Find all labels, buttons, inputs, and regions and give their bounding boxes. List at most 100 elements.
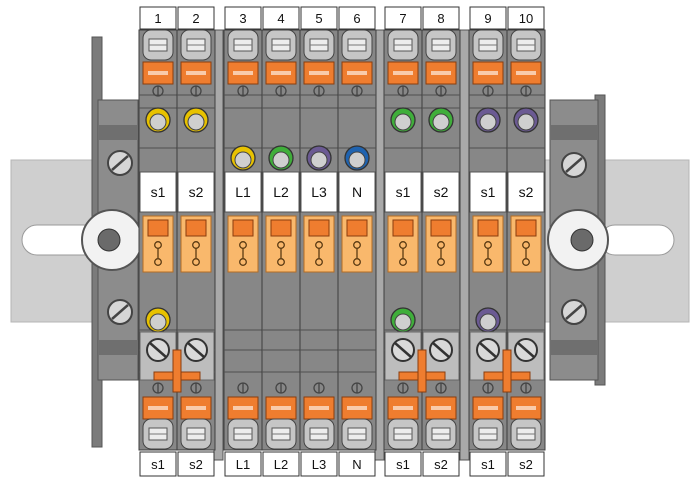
terminal-label: s1 (151, 184, 166, 200)
release-lever-slot (431, 406, 451, 410)
bottom-label-tag (262, 451, 300, 477)
label-marker (139, 171, 177, 213)
bridge-ring-core (432, 113, 450, 131)
disconnect-handle[interactable] (515, 219, 537, 237)
terminal-number: 1 (154, 11, 161, 26)
terminal-number: 4 (277, 11, 284, 26)
disconnect-handle[interactable] (270, 219, 292, 237)
release-lever-slot (478, 406, 498, 410)
label-marker (422, 171, 460, 213)
release-lever-slot (233, 71, 253, 75)
label-marker (338, 171, 376, 213)
disconnect-handle[interactable] (232, 219, 254, 237)
terminal-bottom-label: N (352, 457, 361, 472)
disconnect-handle[interactable] (185, 219, 207, 237)
link-pin (239, 258, 247, 266)
link-pin (522, 258, 530, 266)
bridge-ring-core (187, 113, 205, 131)
terminal-number: 10 (519, 11, 533, 26)
release-lever-slot (186, 71, 206, 75)
label-marker (300, 171, 338, 213)
release-lever-slot (186, 406, 206, 410)
disconnect-handle[interactable] (430, 219, 452, 237)
bottom-label-tag (177, 451, 215, 477)
bottom-label-tag (422, 451, 460, 477)
release-lever-slot (271, 406, 291, 410)
release-lever-slot (516, 71, 536, 75)
link-pin (399, 258, 407, 266)
label-marker (507, 171, 545, 213)
release-lever-slot (431, 71, 451, 75)
screw-slot (479, 342, 497, 358)
release-lever-slot (309, 71, 329, 75)
terminal-label: L1 (235, 184, 251, 200)
cross-bridge[interactable] (483, 349, 531, 393)
bottom-label-tag (384, 451, 422, 477)
link-pin (277, 258, 285, 266)
bottom-label-tag (139, 451, 177, 477)
terminal-bottom-label: L3 (312, 457, 326, 472)
link-pin (192, 258, 200, 266)
terminal-bottom-label: L2 (274, 457, 288, 472)
terminal-label: N (352, 184, 362, 200)
bridge-ring-core (310, 151, 328, 169)
cross-bridge[interactable] (153, 349, 201, 393)
cross-bridge[interactable] (398, 349, 446, 393)
release-lever-slot (148, 71, 168, 75)
release-lever-slot (393, 71, 413, 75)
release-lever-slot (148, 406, 168, 410)
terminal-number-tag (177, 6, 215, 30)
bridge-ring-core (234, 151, 252, 169)
label-marker (262, 171, 300, 213)
disconnect-handle[interactable] (392, 219, 414, 237)
disconnect-handle[interactable] (477, 219, 499, 237)
release-lever-slot (271, 71, 291, 75)
link-pin (353, 258, 361, 266)
bottom-label-tag (507, 451, 545, 477)
bridge-ring-core (479, 113, 497, 131)
terminal-bottom-label: L1 (236, 457, 250, 472)
screw-slot (432, 342, 450, 358)
terminal-6[interactable]: 6NN (337, 6, 377, 477)
bottom-label-tag (338, 451, 376, 477)
terminal-number: 5 (315, 11, 322, 26)
terminal-label: s2 (519, 184, 534, 200)
terminal-number-tag (384, 6, 422, 30)
link-pin (437, 258, 445, 266)
bridge-ring-core (394, 113, 412, 131)
terminal-label: L3 (311, 184, 327, 200)
bridge-ring-core (348, 151, 366, 169)
terminal-number-tag (300, 6, 338, 30)
terminal-label: s2 (434, 184, 449, 200)
release-lever-slot (347, 406, 367, 410)
disconnect-handle[interactable] (147, 219, 169, 237)
bridge-ring-core (149, 113, 167, 131)
bottom-label-tag (469, 451, 507, 477)
release-lever-slot (478, 71, 498, 75)
disconnect-handle[interactable] (308, 219, 330, 237)
bridge-ring-core (394, 313, 412, 331)
terminal-number: 7 (399, 11, 406, 26)
label-marker (177, 171, 215, 213)
disconnect-handle[interactable] (346, 219, 368, 237)
release-lever-slot (516, 406, 536, 410)
release-lever-slot (233, 406, 253, 410)
terminals: 1s1s12s2s23L1L14L2L25L3L36NN7s1s18s2s29s… (138, 6, 546, 477)
terminal-label: s2 (189, 184, 204, 200)
terminal-number: 3 (239, 11, 246, 26)
end-bracket-right (547, 94, 609, 386)
end-bracket-left (81, 36, 143, 448)
link-pin (154, 258, 162, 266)
screw-slot (187, 342, 205, 358)
terminal-number-tag (139, 6, 177, 30)
